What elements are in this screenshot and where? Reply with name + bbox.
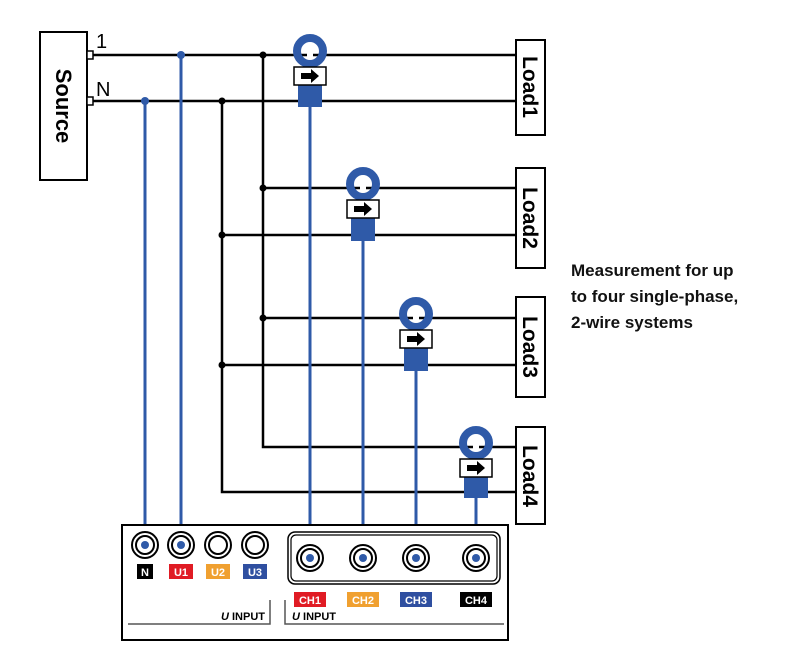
voltage-terminal-u2[interactable] xyxy=(204,531,232,559)
current-input-ch2[interactable] xyxy=(349,544,377,572)
direction-arrow-icon xyxy=(467,461,485,475)
current-clamp-1 xyxy=(293,34,327,107)
load-1-label: Load1 xyxy=(518,56,541,118)
load-box-4: Load4 xyxy=(515,426,546,525)
voltage-leads xyxy=(141,51,185,545)
svg-text:U2: U2 xyxy=(211,567,225,579)
voltage-label-n: N xyxy=(137,564,153,579)
load-box-3: Load3 xyxy=(515,296,546,398)
svg-text:CH1: CH1 xyxy=(299,595,321,607)
channel-label-ch1: CH1 xyxy=(294,592,326,607)
voltage-terminal-u1[interactable] xyxy=(167,531,195,559)
svg-text:CH4: CH4 xyxy=(465,595,488,607)
voltage-label-u2: U2 xyxy=(206,564,230,579)
u-input-left-label: U INPUT xyxy=(221,611,265,623)
channel-label-ch4: CH4 xyxy=(460,592,492,607)
svg-text:N: N xyxy=(141,567,149,579)
direction-arrow-icon xyxy=(354,202,372,216)
caption-line-1: Measurement for up xyxy=(571,261,734,280)
voltage-label-u3: U3 xyxy=(243,564,267,579)
direction-arrow-icon xyxy=(301,69,319,83)
source-label: Source xyxy=(51,69,76,144)
svg-text:CH3: CH3 xyxy=(405,595,427,607)
load-3-label: Load3 xyxy=(518,316,541,378)
load-2-label: Load2 xyxy=(518,187,541,249)
current-clamp-3 xyxy=(399,297,433,371)
current-clamp-2 xyxy=(346,167,380,241)
u-input-right-label: U INPUT xyxy=(292,611,336,623)
source-box: Source 1 N xyxy=(39,31,110,181)
main-wiring xyxy=(93,53,516,494)
load-box-2: Load2 xyxy=(515,167,546,269)
svg-text:U3: U3 xyxy=(248,567,262,579)
svg-text:U1: U1 xyxy=(174,567,188,579)
svg-text:CH2: CH2 xyxy=(352,595,374,607)
load-4-label: Load4 xyxy=(518,445,541,507)
terminal-1-label: 1 xyxy=(96,31,107,53)
current-input-ch1[interactable] xyxy=(296,544,324,572)
n-lead-contact xyxy=(141,97,149,105)
current-input-ch3[interactable] xyxy=(402,544,430,572)
voltage-label-u1: U1 xyxy=(169,564,193,579)
clamp-leads xyxy=(308,100,478,558)
direction-arrow-icon xyxy=(407,332,425,346)
voltage-terminal-n[interactable] xyxy=(131,531,159,559)
u1-lead-contact xyxy=(177,51,185,59)
terminal-n-label: N xyxy=(96,79,110,101)
junction-dots xyxy=(218,51,267,369)
terminal-1 xyxy=(86,50,94,60)
caption: Measurement for up to four single-phase,… xyxy=(571,258,791,336)
voltage-terminal-u3[interactable] xyxy=(241,531,269,559)
current-input-ch4[interactable] xyxy=(462,544,490,572)
load-box-1: Load1 xyxy=(515,39,546,136)
terminal-n xyxy=(86,96,94,106)
channel-label-ch3: CH3 xyxy=(400,592,432,607)
current-clamp-4 xyxy=(459,426,493,498)
channel-label-ch2: CH2 xyxy=(347,592,379,607)
caption-line-3: 2-wire systems xyxy=(571,313,693,332)
caption-line-2: to four single-phase, xyxy=(571,287,739,306)
